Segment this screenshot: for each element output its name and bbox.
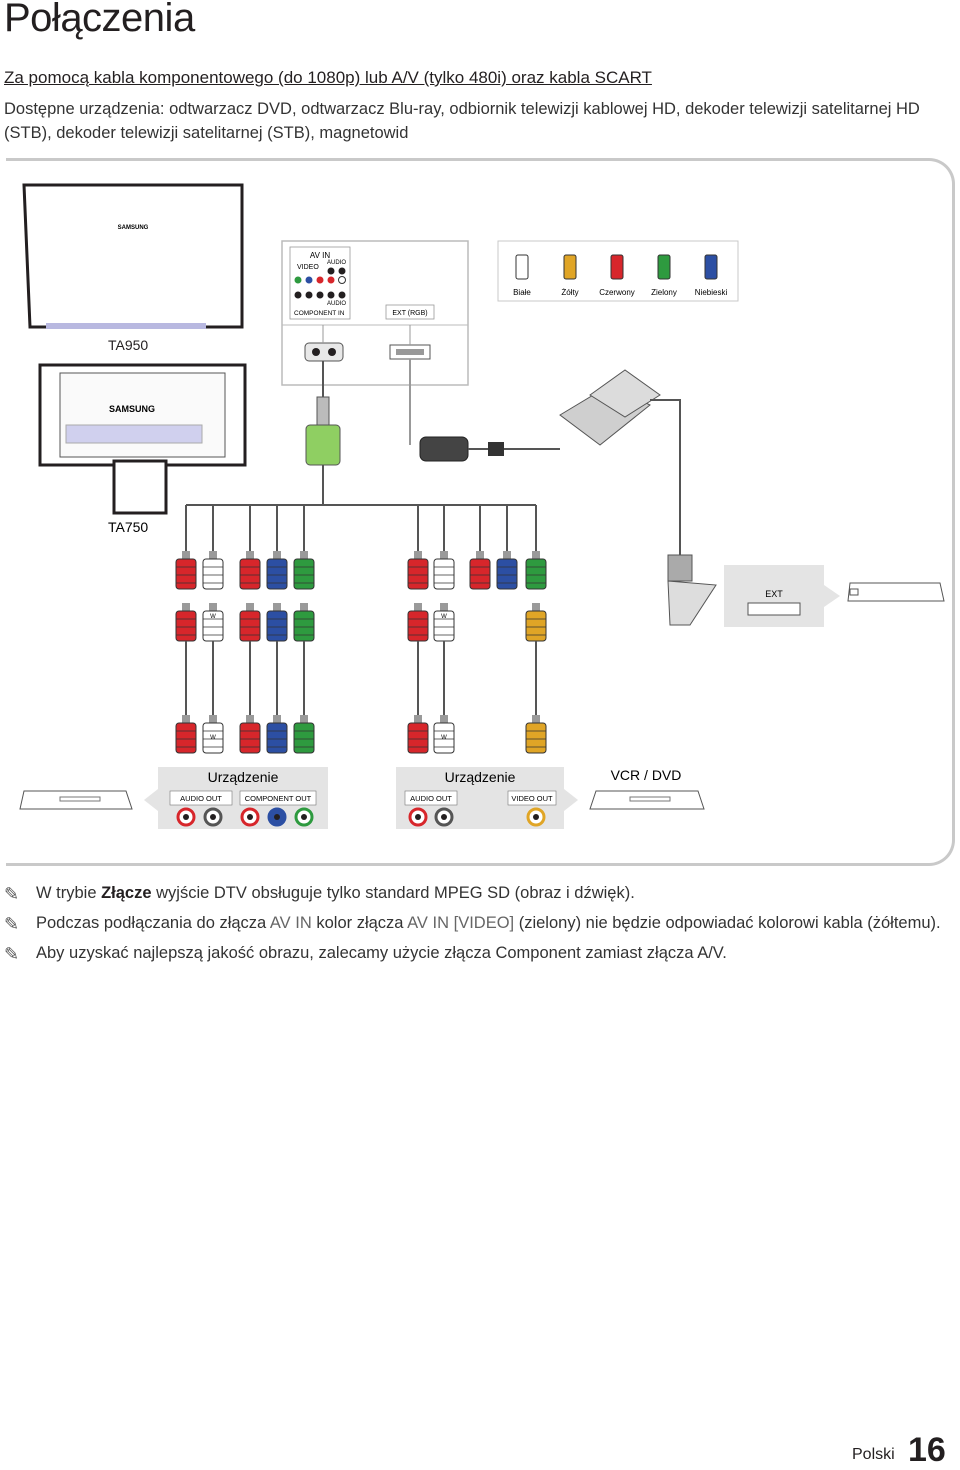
vcr-top-device — [847, 582, 945, 602]
pencil-icon: ✎ — [4, 884, 20, 904]
ext-connector-box: EXT — [724, 565, 840, 627]
legend-green: Zielony — [651, 288, 677, 297]
legend-blue: Niebieski — [695, 288, 728, 297]
lower-plugs: W W — [175, 714, 547, 754]
svg-text:W: W — [441, 614, 447, 620]
model-ta950: TA950 — [108, 337, 148, 353]
svg-text:AUDIO: AUDIO — [327, 301, 346, 307]
note-1: ✎ W trybie Złącze wyjście DTV obsługuje … — [4, 884, 635, 904]
note-2: ✎ Podczas podłączania do złącza AV IN ko… — [4, 914, 941, 934]
model-ta750: TA750 — [108, 519, 148, 535]
pencil-icon: ✎ — [4, 944, 20, 964]
notes-list: ✎ W trybie Złącze wyjście DTV obsługuje … — [4, 882, 954, 972]
connection-diagram: SAMSUNG TA950 SAMSUNG TA750 AV IN VIDEO … — [19, 183, 945, 829]
upper-plugs — [175, 550, 547, 590]
middle-plugs: W W — [175, 602, 547, 642]
svg-text:AV IN: AV IN — [310, 251, 331, 260]
brand-logo-top: SAMSUNG — [118, 225, 149, 231]
svg-text:W: W — [441, 735, 447, 741]
dvd-player-right — [589, 790, 705, 810]
note-3: ✎ Aby uzyskać najlepszą jakość obrazu, z… — [4, 944, 727, 964]
intro-text: Dostępne urządzenia: odtwarzacz DVD, odt… — [4, 100, 920, 142]
svg-text:AUDIO: AUDIO — [327, 260, 346, 266]
audio-out-2: AUDIO OUT — [410, 794, 452, 803]
dvd-player-left — [19, 790, 133, 810]
page-title: Połączenia — [4, 0, 195, 40]
svg-text:VIDEO: VIDEO — [297, 264, 319, 271]
scart-cable — [409, 359, 717, 626]
section-subtitle: Za pomocą kabla komponentowego (do 1080p… — [4, 68, 652, 87]
device-label-2: Urządzenie — [445, 769, 516, 785]
ext-label: EXT — [765, 589, 783, 599]
footer-language: Polski — [852, 1446, 895, 1463]
device-panel-1: Urządzenie AUDIO OUT COMPONENT OUT — [144, 767, 328, 829]
ext-rgb-label: EXT (RGB) — [392, 310, 427, 317]
legend-white: Białe — [513, 288, 531, 297]
brand-logo-bottom: SAMSUNG — [109, 404, 155, 414]
device-panel-2: Urządzenie AUDIO OUT VIDEO OUT VCR / DVD — [396, 767, 681, 829]
vcr-dvd-label: VCR / DVD — [611, 767, 682, 783]
cables — [185, 641, 537, 720]
svg-text:W: W — [210, 735, 216, 741]
legend-red: Czerwony — [599, 288, 635, 297]
ta950-monitor: SAMSUNG TA950 — [22, 183, 244, 353]
diagram-frame — [6, 158, 955, 866]
ta750-monitor: SAMSUNG TA750 — [38, 363, 247, 535]
pencil-icon: ✎ — [4, 914, 20, 934]
splitter-lines — [185, 465, 537, 555]
component-adapter — [305, 361, 341, 466]
connector-panel: AV IN VIDEO AUDIO AUDIO COMPONENT IN EXT… — [281, 240, 469, 386]
component-in-label: COMPONENT IN — [294, 310, 345, 317]
legend-yellow: Żółty — [561, 288, 578, 297]
audio-out-1: AUDIO OUT — [180, 794, 222, 803]
page-number: 16 — [908, 1431, 946, 1469]
device-label-1: Urządzenie — [208, 769, 279, 785]
video-out: VIDEO OUT — [511, 794, 553, 803]
svg-text:W: W — [210, 614, 216, 620]
color-legend: Białe Żółty Czerwony Zielony Niebieski — [497, 240, 739, 302]
component-out: COMPONENT OUT — [245, 794, 312, 803]
